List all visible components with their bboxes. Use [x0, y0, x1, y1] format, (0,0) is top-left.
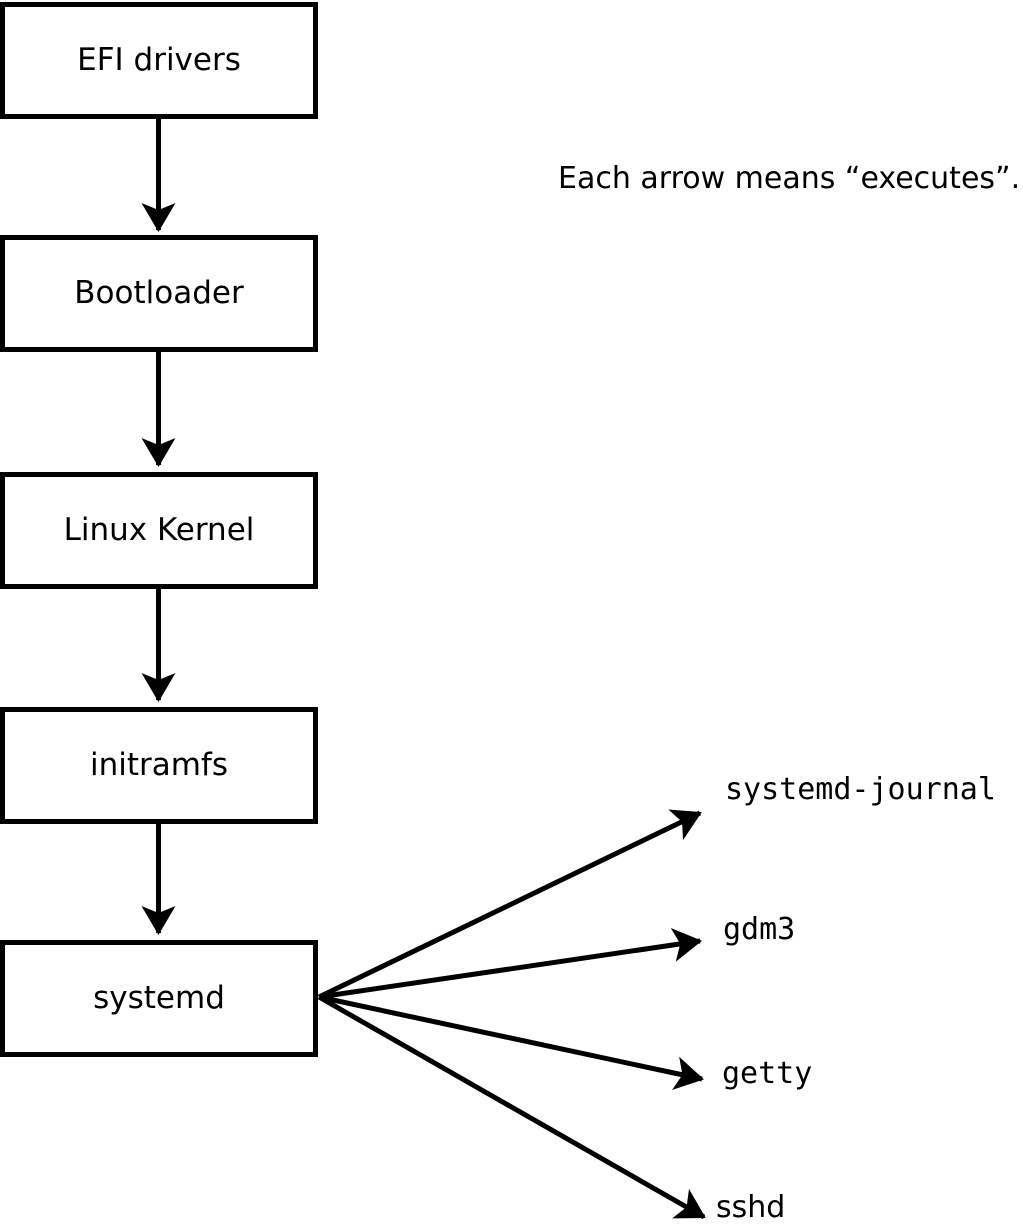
node-efi-drivers: EFI drivers: [0, 2, 318, 119]
node-label: Bootloader: [74, 275, 244, 311]
arrow-systemd-to-systemd-journal: [317, 809, 702, 1000]
process-label-systemd-journal: systemd-journal: [725, 772, 996, 807]
process-label-sshd: sshd: [716, 1190, 786, 1225]
node-label: EFI drivers: [77, 42, 241, 78]
arrow-systemd-to-sshd: [317, 994, 706, 1220]
arrow-legend-text: Each arrow means “executes”.: [558, 161, 1021, 196]
node-label: Linux Kernel: [63, 512, 255, 548]
node-linux-kernel: Linux Kernel: [0, 472, 318, 589]
arrow-systemd-to-gdm3: [318, 928, 702, 1000]
node-systemd: systemd: [0, 940, 318, 1057]
process-label-gdm3: gdm3: [723, 912, 796, 947]
arrow-systemd-to-getty: [318, 994, 704, 1090]
node-label: initramfs: [89, 747, 229, 783]
process-label-getty: getty: [722, 1056, 813, 1091]
node-bootloader: Bootloader: [0, 235, 318, 352]
node-label: systemd: [93, 980, 225, 1016]
node-initramfs: initramfs: [0, 707, 318, 824]
